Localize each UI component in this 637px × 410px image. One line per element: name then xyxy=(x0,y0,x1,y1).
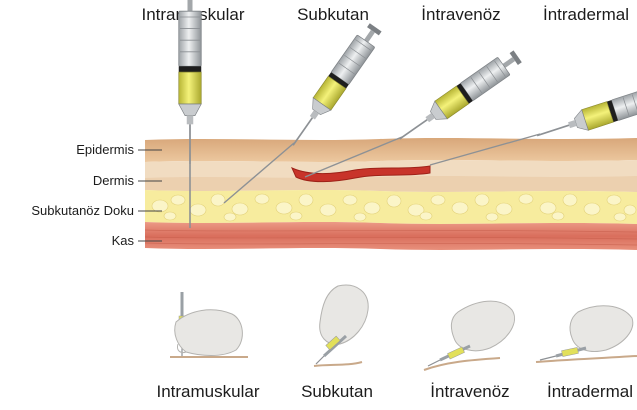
label-muscle: Kas xyxy=(112,233,135,248)
label-subcutaneous-tissue: Subkutanöz Doku xyxy=(31,203,134,218)
title-subcutaneous-top: Subkutan xyxy=(297,5,369,24)
layer-labels: Epidermis Dermis Subkutanöz Doku Kas xyxy=(31,142,162,248)
syringe-intradermal xyxy=(534,81,637,146)
title-intravenous-bottom: İntravenöz xyxy=(430,382,509,401)
hand-intradermal xyxy=(536,306,637,362)
hand-intramuscular xyxy=(170,292,248,357)
dermis-lower-band xyxy=(145,176,637,192)
syringe-subcutaneous xyxy=(284,21,384,151)
label-epidermis: Epidermis xyxy=(76,142,134,157)
title-intravenous-top: İntravenöz xyxy=(421,5,500,24)
title-intramuscular-bottom: Intramuskular xyxy=(157,382,260,401)
title-subcutaneous-bottom: Subkutan xyxy=(301,382,373,401)
label-dermis: Dermis xyxy=(93,173,135,188)
muscle-layer xyxy=(145,222,637,250)
hand-subcutaneous xyxy=(314,285,368,366)
title-intradermal-bottom: İntradermal xyxy=(547,382,633,401)
title-intradermal-top: İntradermal xyxy=(543,5,629,24)
skin-cross-section xyxy=(145,138,637,250)
hand-intravenous xyxy=(424,301,515,370)
syringe-intravenous xyxy=(394,47,524,147)
